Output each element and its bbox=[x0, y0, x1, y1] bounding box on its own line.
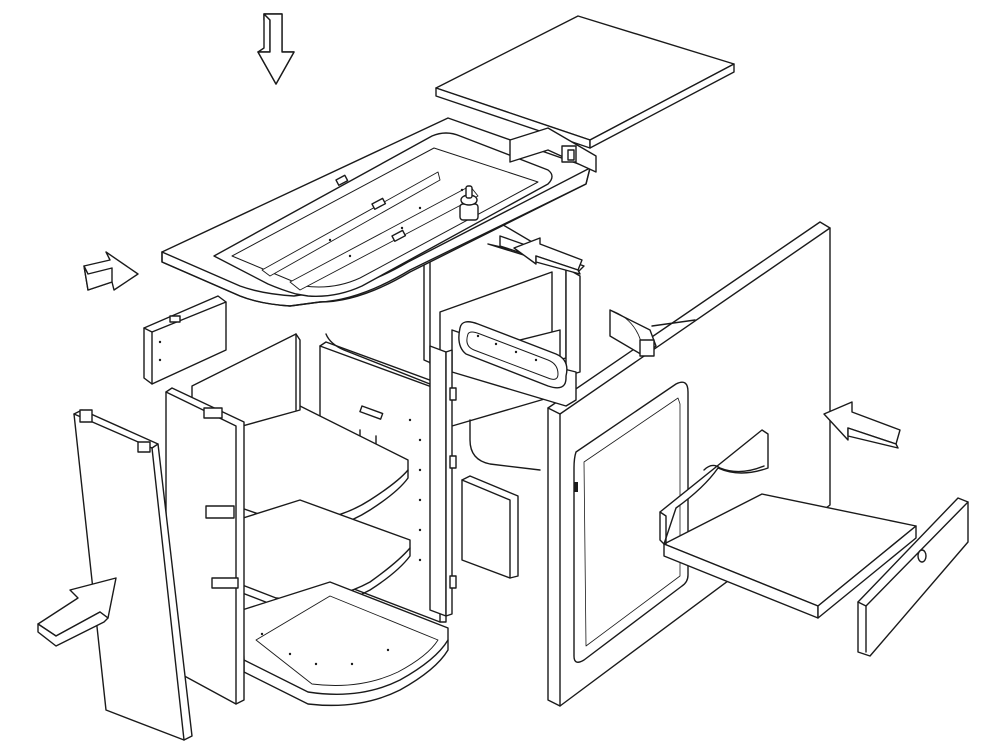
divider-post bbox=[429, 345, 457, 617]
right-side-panel bbox=[547, 221, 831, 707]
arrow-center bbox=[513, 237, 583, 275]
front-left-panel bbox=[165, 387, 245, 705]
left-side-panel bbox=[73, 409, 193, 741]
latch-knob bbox=[459, 185, 479, 221]
hatch-frame bbox=[451, 321, 577, 407]
hinge bbox=[509, 127, 597, 173]
quarter-round-base-shelf bbox=[241, 581, 449, 707]
arrow-left-upper bbox=[83, 251, 139, 291]
left-rear-rail bbox=[143, 295, 227, 385]
drawer-pull bbox=[917, 549, 927, 563]
drawer-front bbox=[857, 497, 969, 657]
arrow-top bbox=[257, 13, 295, 85]
lid-panel bbox=[435, 15, 735, 149]
drawer-box bbox=[659, 429, 917, 619]
arrow-right bbox=[823, 401, 901, 449]
arrow-left-lower bbox=[37, 577, 117, 647]
sink-cutout bbox=[213, 132, 553, 297]
corner-bracket bbox=[609, 309, 696, 357]
